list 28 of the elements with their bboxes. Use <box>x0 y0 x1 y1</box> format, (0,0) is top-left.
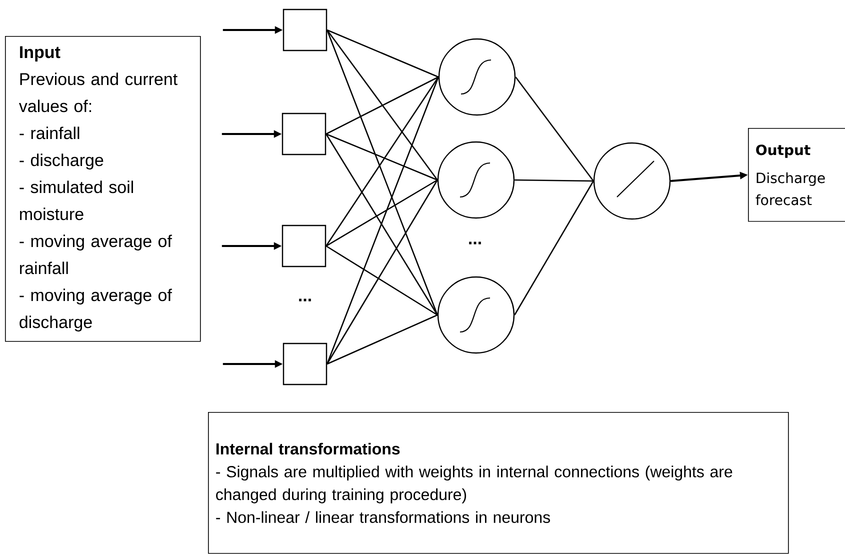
neuron-circle <box>438 38 516 116</box>
input-box: Input Previous and current values of: - rainfall - discharge - simulated soil moisture - moving average of rainfall - moving average of discharge <box>5 36 201 342</box>
connection-line <box>326 30 438 180</box>
connection-line <box>326 134 438 316</box>
connection-line <box>514 180 594 316</box>
input-square <box>282 8 328 52</box>
connection-line <box>326 179 438 247</box>
connection-line <box>514 179 594 182</box>
connection-line <box>326 76 440 364</box>
connection-line <box>326 180 438 364</box>
connection-line <box>326 30 438 316</box>
input-square <box>282 112 326 156</box>
neuron-circle <box>593 142 671 220</box>
neuron-circle <box>437 276 515 354</box>
input-square <box>282 342 328 386</box>
input-square <box>282 224 326 268</box>
neuron-circle <box>437 141 515 219</box>
connection-line <box>326 245 438 316</box>
ellipsis-label: ... <box>299 298 311 302</box>
connection-line <box>326 314 438 365</box>
connection-line <box>515 76 594 182</box>
ellipsis-label: ... <box>469 242 481 244</box>
connection-line <box>326 29 439 78</box>
connection-line <box>326 133 438 181</box>
connection-line <box>326 76 439 135</box>
info-box: Internal transformations - Signals are multiplied with weights in internal connections (weights are changed during training procedure) - Non-linear / linear transformations in neurons <box>208 412 789 554</box>
output-box: Output Discharge forecast <box>748 128 845 222</box>
connection-line <box>326 76 439 246</box>
